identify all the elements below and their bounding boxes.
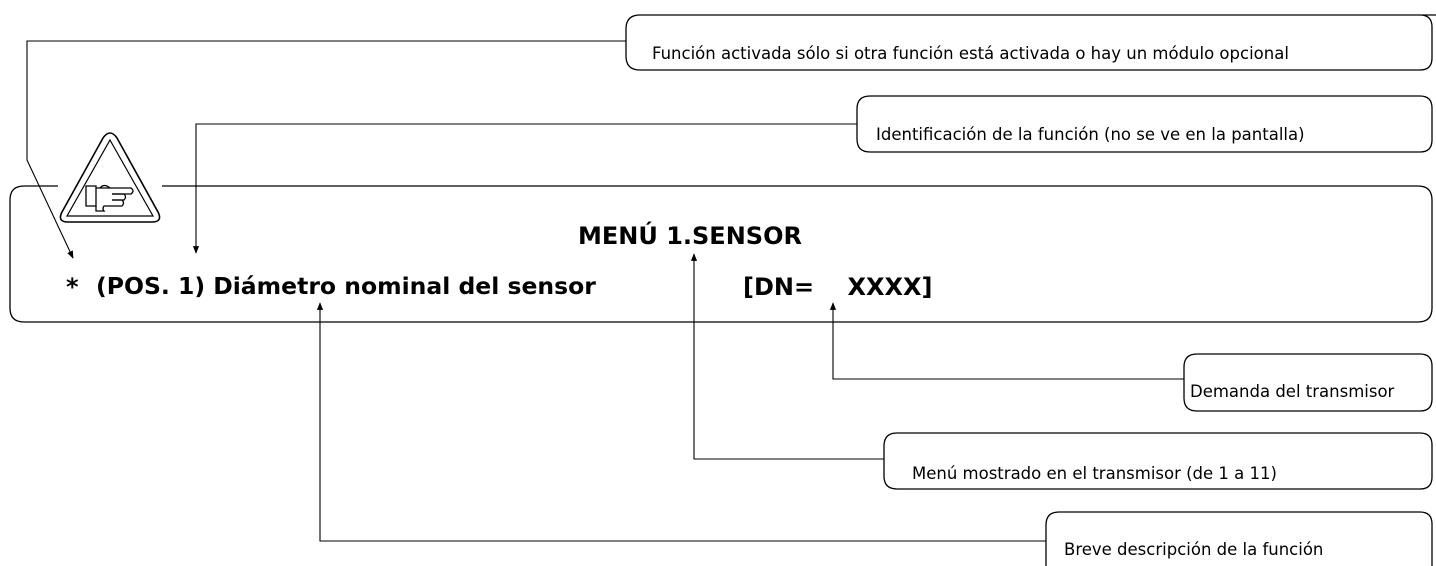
callout-conditional-text: Función activada sólo si otra función es…: [652, 44, 1289, 63]
callout-box-identification: [856, 95, 1433, 153]
callout-demand-text: Demanda del transmisor: [1190, 382, 1395, 401]
leader-identification: [192, 123, 857, 254]
callout-box-demand: [1183, 353, 1433, 412]
leader-conditional: [26, 40, 626, 259]
callout-identification-text: Identificación de la función (no se ve e…: [876, 125, 1305, 144]
asterisk-marker: *: [66, 273, 79, 301]
leader-description: [316, 302, 1046, 542]
leader-demand: [829, 302, 1184, 380]
callout-menu-text: Menú mostrado en el transmisor (de 1 a 1…: [912, 464, 1277, 483]
pointing-hand-warning-triangle-icon: [59, 132, 161, 223]
leader-menu: [690, 253, 884, 460]
callout-box-menu: [883, 432, 1433, 490]
function-line: (POS. 1) Diámetro nominal del sensor: [96, 272, 596, 300]
callout-box-description: [1045, 511, 1433, 566]
function-value: [DN= XXXX]: [743, 273, 933, 301]
callout-box-conditional: [625, 14, 1436, 71]
menu-title: MENÚ 1.SENSOR: [578, 222, 802, 250]
display-frame: [9, 185, 1433, 323]
callout-description-text: Breve descripción de la función: [1064, 540, 1324, 559]
